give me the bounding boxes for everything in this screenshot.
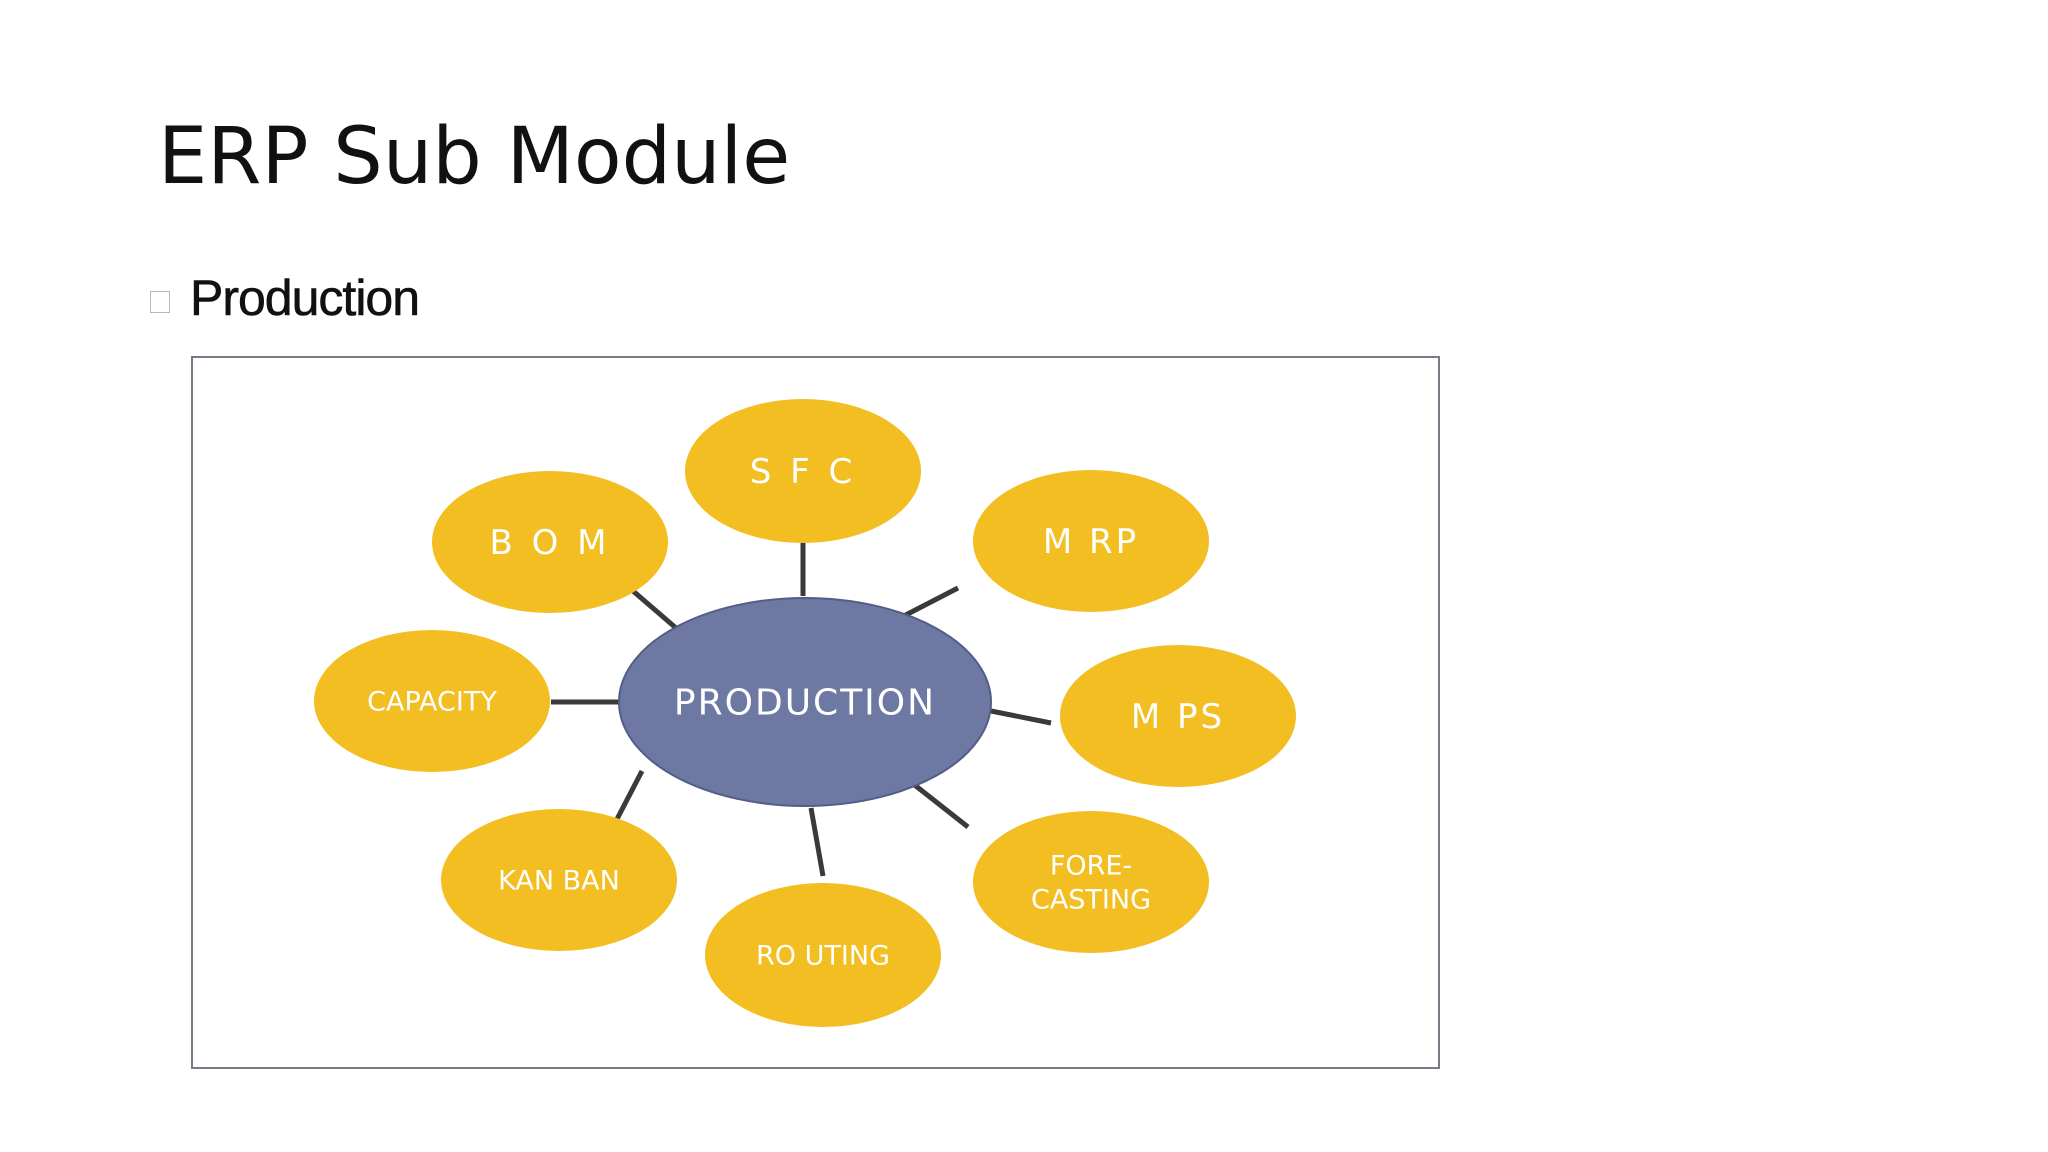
bullet-text: Production [190, 270, 421, 327]
satellite-label-forecasting-line2: CASTING [1031, 885, 1151, 916]
satellite-node-forecasting: FORE- CASTING [973, 811, 1209, 953]
connector-kanban [613, 769, 645, 823]
center-node-production: PRODUCTION [618, 597, 992, 807]
slide-title: ERP Sub Module [158, 112, 791, 202]
connector-group [551, 543, 1052, 877]
connector-forecasting [905, 777, 970, 829]
satellite-label-mrp: M RP [1043, 522, 1139, 562]
connector-routing [808, 807, 826, 877]
satellite-node-routing: RO UTING [705, 883, 941, 1027]
satellite-node-mrp: M RP [973, 470, 1209, 612]
connector-mps [985, 707, 1052, 726]
satellite-label-kanban: KAN BAN [498, 866, 620, 897]
diagram-frame: PRODUCTION S F C B O M M RP CAPACITY [191, 356, 1440, 1069]
center-node-label: PRODUCTION [674, 683, 936, 724]
production-diagram: PRODUCTION S F C B O M M RP CAPACITY [314, 399, 1296, 1027]
satellite-node-mps: M PS [1060, 645, 1296, 787]
satellite-node-kanban: KAN BAN [441, 809, 677, 951]
satellite-label-capacity: CAPACITY [367, 687, 497, 718]
satellite-label-forecasting-line1: FORE- [1050, 851, 1132, 882]
bullet-item: Production [150, 270, 421, 327]
satellite-label-mps: M PS [1131, 697, 1225, 737]
satellite-label-sfc: S F C [750, 452, 857, 492]
connector-bom [631, 589, 678, 630]
satellite-node-sfc: S F C [685, 399, 921, 543]
bullet-box-icon [150, 291, 170, 313]
satellite-node-bom: B O M [432, 471, 668, 613]
satellite-node-capacity: CAPACITY [314, 630, 550, 772]
satellite-label-routing: RO UTING [756, 941, 890, 972]
satellite-label-bom: B O M [489, 523, 610, 563]
